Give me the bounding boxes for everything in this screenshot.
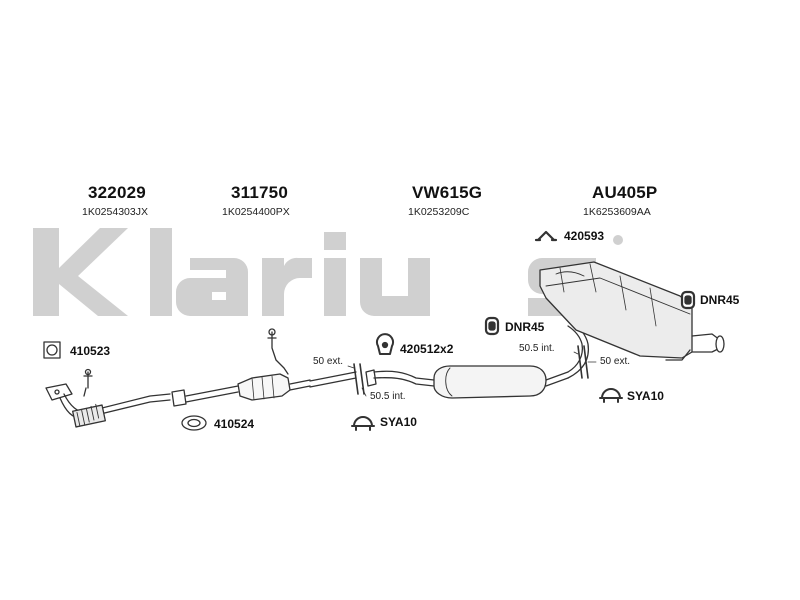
gasket-410524-icon	[181, 415, 207, 431]
middle-silencer-VW615G	[373, 365, 569, 399]
clamp-420593-icon	[534, 230, 558, 242]
oem-number-311750: 1K0254400PX	[222, 206, 290, 218]
oem-number-VW615G: 1K0253209C	[408, 206, 470, 218]
rubber-mount-dnr45-right-icon	[680, 290, 696, 310]
gasket-410523-icon	[43, 341, 61, 359]
part-number-311750: 311750	[231, 183, 288, 202]
clamp-sya10-right-icon	[599, 388, 623, 403]
accessory-sya10-right: SYA10	[627, 389, 664, 403]
oem-number-322029: 1K0254303JX	[82, 206, 148, 218]
part-number-VW615G: VW615G	[412, 183, 483, 202]
accessory-420593: 420593	[564, 229, 605, 243]
front-pipe-322029	[45, 368, 187, 428]
accessory-420512: 420512x2	[400, 342, 454, 356]
accessory-dnr45-right: DNR45	[700, 293, 740, 307]
accessory-410524: 410524	[214, 417, 255, 431]
accessory-dnr45-mid: DNR45	[505, 320, 545, 334]
mount-420512-icon	[376, 333, 394, 355]
catalytic-converter-311750	[185, 328, 311, 403]
joint-marks-left	[309, 363, 377, 395]
klarius-watermark-logo	[33, 228, 623, 316]
rubber-mount-dnr45-mid-icon	[484, 316, 500, 336]
oem-number-AU405P: 1K6253609AA	[583, 206, 651, 218]
rear-silencer-AU405P	[539, 261, 725, 379]
part-number-322029: 322029	[88, 183, 146, 202]
label-50-ext-left: 50 ext.	[313, 356, 344, 367]
accessory-sya10-mid: SYA10	[380, 415, 417, 429]
label-50-ext-right: 50 ext.	[600, 356, 631, 367]
joint-marks-right	[577, 345, 589, 379]
label-50-5-int-right: 50.5 int.	[519, 343, 555, 354]
label-50-5-int-left: 50.5 int.	[370, 391, 406, 402]
accessory-410523: 410523	[70, 344, 111, 358]
clamp-sya10-mid-icon	[351, 416, 375, 431]
part-number-AU405P: AU405P	[592, 183, 658, 202]
